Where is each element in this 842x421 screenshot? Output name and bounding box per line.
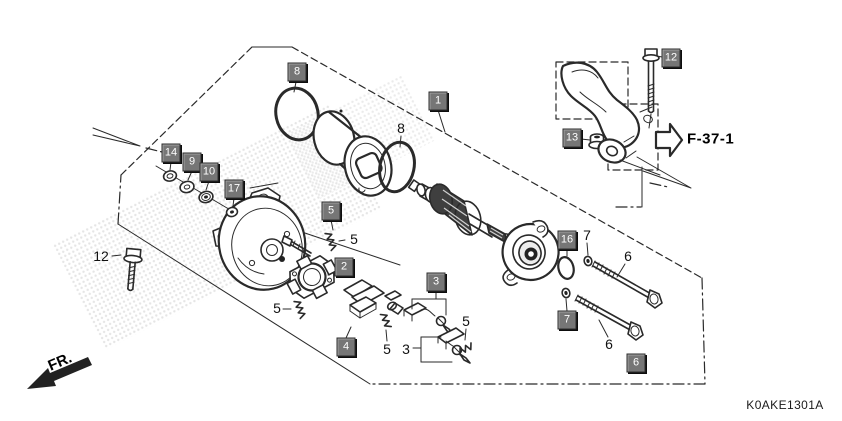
callout-6[interactable]: 6 — [626, 353, 646, 373]
callout-2[interactable]: 2 — [334, 257, 354, 277]
o-ring-8-rear — [375, 139, 419, 195]
leader-lines — [112, 56, 662, 362]
boundary-box — [93, 47, 705, 384]
washer-7-lower — [561, 288, 571, 299]
spring-c — [380, 312, 391, 328]
washer-7-upper — [583, 256, 593, 267]
front-direction-arrow-icon — [27, 357, 92, 389]
flange-bolt-12-left — [121, 248, 143, 291]
callout-12[interactable]: 12 — [661, 48, 681, 68]
terminal-stud — [282, 236, 311, 256]
washer-9 — [179, 180, 195, 194]
brush-terminal-lower — [438, 328, 470, 363]
callout-10[interactable]: 10 — [199, 162, 219, 182]
armature — [409, 180, 511, 243]
o-ring-8-front — [271, 84, 323, 144]
fold-flap-right — [637, 157, 691, 188]
washer-10 — [198, 190, 214, 204]
o-ring-16 — [556, 256, 576, 281]
callout-13[interactable]: 13 — [562, 128, 582, 148]
callout-14[interactable]: 14 — [161, 143, 181, 163]
label-6a: 6 — [624, 248, 632, 264]
callout-5[interactable]: 5 — [321, 201, 341, 221]
bolt-6-lower — [575, 295, 643, 340]
label-5a: 5 — [350, 231, 358, 247]
spring-d — [457, 343, 473, 355]
nut-17 — [226, 206, 239, 217]
callout-4[interactable]: 4 — [336, 337, 356, 357]
end-bracket — [503, 221, 559, 286]
label-5c: 5 — [383, 341, 391, 357]
bolt-6-upper — [592, 261, 662, 308]
fold-flap-left — [93, 128, 140, 146]
label-12: 12 — [93, 248, 109, 264]
spring-b — [294, 300, 306, 319]
callout-9[interactable]: 9 — [182, 152, 202, 172]
label-6b: 6 — [605, 336, 613, 352]
callout-3[interactable]: 3 — [426, 272, 446, 292]
reference-link-f-37-1[interactable]: F-37-1 — [687, 130, 735, 148]
reference-arrow-icon — [656, 124, 682, 156]
callout-7[interactable]: 7 — [557, 310, 577, 330]
label-3: 3 — [402, 341, 410, 357]
callout-16[interactable]: 16 — [557, 230, 577, 250]
end-cover — [209, 187, 315, 299]
flange-bolt-12-top — [643, 49, 659, 128]
label-7: 7 — [583, 227, 591, 243]
callout-17[interactable]: 17 — [224, 179, 244, 199]
diagram-code: K0AKE1301A — [746, 398, 824, 412]
label-5b: 5 — [273, 300, 281, 316]
callout-8[interactable]: 8 — [287, 62, 307, 82]
frame-bracket — [556, 62, 660, 175]
brush-plate — [280, 247, 344, 308]
label-8: 8 — [397, 120, 405, 136]
nut-14 — [162, 170, 177, 183]
spring-a — [325, 232, 337, 251]
brush-holder — [344, 280, 403, 318]
callout-1[interactable]: 1 — [428, 91, 448, 111]
label-5d: 5 — [462, 313, 470, 329]
